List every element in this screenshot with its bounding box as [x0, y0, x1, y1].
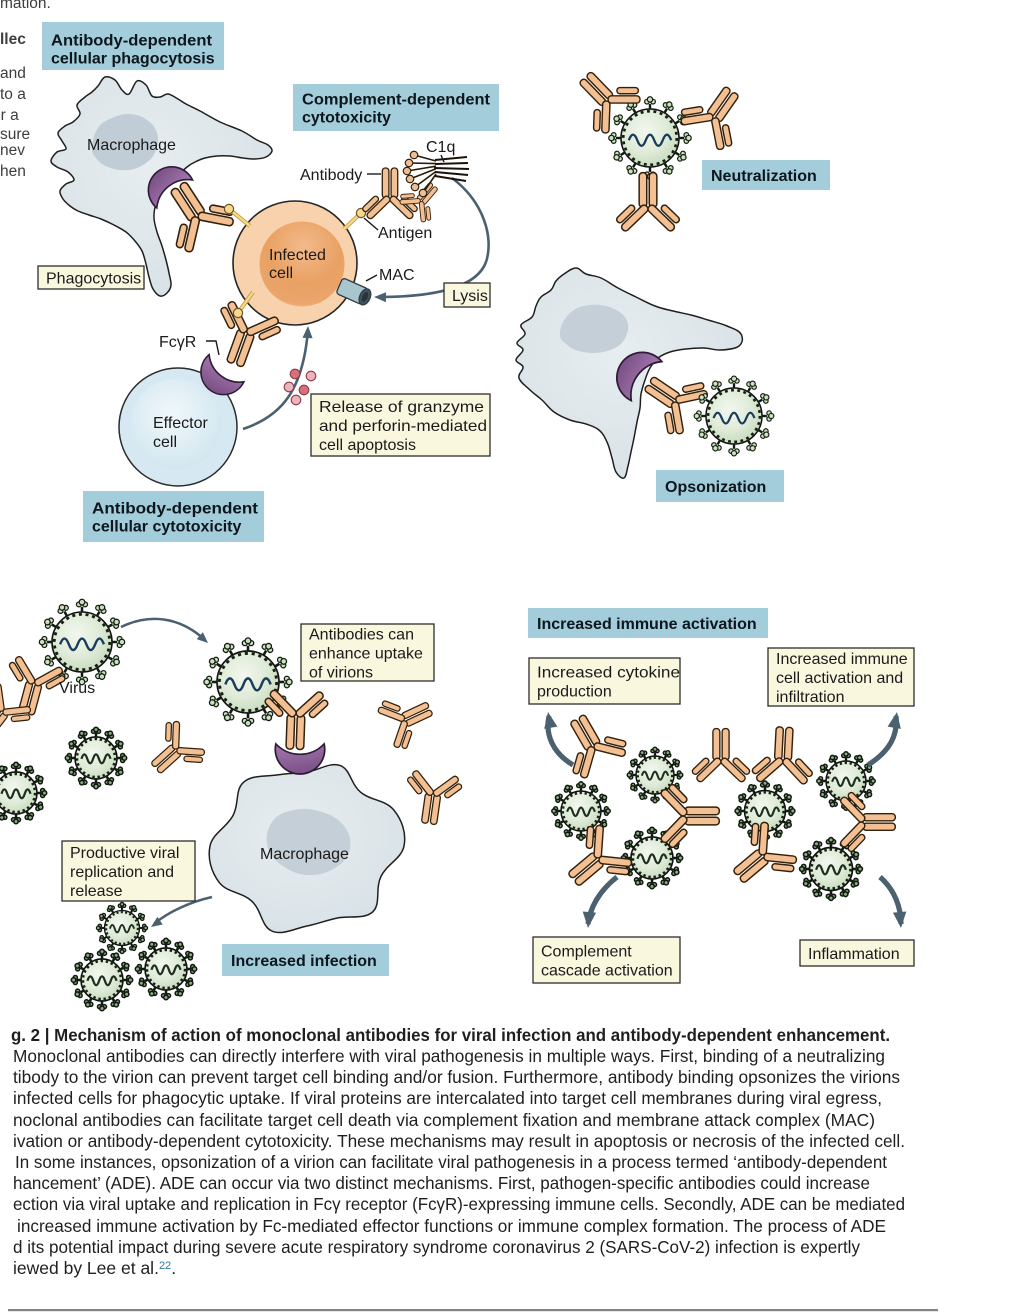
svg-text:cytotoxicity: cytotoxicity — [302, 109, 391, 126]
svg-text:FcγR: FcγR — [159, 334, 196, 351]
svg-text:hen: hen — [0, 163, 26, 180]
svg-text:Increased immune activation: Increased immune activation — [537, 616, 757, 633]
svg-text:Effector: Effector — [153, 415, 209, 432]
svg-text:sure: sure — [0, 126, 30, 143]
svg-text:to a: to a — [0, 86, 26, 103]
svg-text:Increased infection: Increased infection — [231, 953, 377, 970]
svg-text:Infected: Infected — [269, 247, 326, 264]
svg-text:Opsonization: Opsonization — [665, 479, 766, 496]
svg-text:C1q: C1q — [426, 139, 455, 156]
svg-text:infiltration: infiltration — [776, 689, 844, 706]
svg-text:Antibodies can: Antibodies can — [309, 626, 414, 643]
svg-text:increased immune activation by: increased immune activation by Fc-mediat… — [17, 1216, 886, 1236]
svg-text:Increased immune: Increased immune — [776, 651, 908, 668]
svg-text:Complement-dependent: Complement-dependent — [302, 91, 491, 108]
svg-text:iewed by Lee et al.22.: iewed by Lee et al.22. — [13, 1258, 176, 1278]
svg-text:g. 2 | Mechanism of action of: g. 2 | Mechanism of action of monoclonal… — [11, 1025, 890, 1045]
svg-text:Antibody: Antibody — [300, 167, 362, 184]
svg-text:MAC: MAC — [379, 267, 415, 284]
svg-text:enhance uptake: enhance uptake — [309, 645, 423, 662]
svg-text:Phagocytosis: Phagocytosis — [46, 270, 141, 287]
svg-text:cascade activation: cascade activation — [541, 962, 673, 979]
svg-text:Increased cytokine: Increased cytokine — [537, 664, 680, 681]
svg-text:Antibody-dependent: Antibody-dependent — [51, 33, 213, 50]
svg-text:In some instances, opsonizatio: In some instances, opsonization of a vir… — [15, 1152, 887, 1172]
svg-text:hancement’ (ADE). ADE can occu: hancement’ (ADE). ADE can occur via two … — [13, 1173, 870, 1193]
svg-text:or a: or a — [0, 107, 19, 124]
svg-text:cellular cytotoxicity: cellular cytotoxicity — [92, 518, 241, 535]
svg-text:nev: nev — [0, 142, 25, 159]
svg-text:infected cells for phagocytic: infected cells for phagocytic uptake. If… — [13, 1088, 882, 1108]
svg-text:Neutralization: Neutralization — [711, 168, 817, 185]
svg-text:noclonal antibodies can facili: noclonal antibodies can facilitate targe… — [13, 1110, 875, 1130]
svg-text:Antibody-dependent: Antibody-dependent — [92, 500, 259, 517]
svg-text:cell: cell — [269, 265, 293, 282]
svg-text:ivation or antibody-dependent: ivation or antibody-dependent cytotoxici… — [13, 1131, 905, 1151]
svg-text:Productive viral: Productive viral — [70, 845, 179, 862]
svg-text:mation.: mation. — [0, 0, 51, 12]
svg-text:tibody to the virion can preve: tibody to the virion can prevent target … — [13, 1067, 900, 1087]
svg-text:Release of granzyme: Release of granzyme — [319, 399, 484, 416]
svg-text:and perforin-mediated: and perforin-mediated — [319, 418, 487, 435]
svg-text:production: production — [537, 683, 612, 700]
svg-text:of virions: of virions — [309, 664, 373, 681]
svg-text:Lysis: Lysis — [452, 288, 488, 305]
svg-text:llec: llec — [0, 31, 26, 48]
svg-text:d its potential impact during: d its potential impact during severe acu… — [13, 1237, 860, 1257]
svg-text:Complement: Complement — [541, 943, 632, 960]
svg-text:Antigen: Antigen — [378, 225, 432, 242]
svg-text:Monoclonal antibodies can dire: Monoclonal antibodies can directly inter… — [13, 1046, 885, 1066]
svg-text:cell: cell — [153, 434, 177, 451]
svg-text:ection via viral uptake and re: ection via viral uptake and replication … — [13, 1194, 905, 1214]
svg-text:Macrophage: Macrophage — [87, 137, 176, 154]
svg-text:cell activation and: cell activation and — [776, 670, 903, 687]
svg-text:and: and — [0, 65, 26, 82]
svg-text:replication and: replication and — [70, 864, 174, 881]
svg-text:cell apoptosis: cell apoptosis — [319, 437, 416, 454]
svg-text:cellular phagocytosis: cellular phagocytosis — [51, 51, 215, 68]
svg-text:Macrophage: Macrophage — [260, 846, 349, 863]
svg-text:release: release — [70, 883, 123, 900]
svg-text:Virus: Virus — [59, 680, 95, 697]
svg-text:Inflammation: Inflammation — [808, 946, 900, 963]
